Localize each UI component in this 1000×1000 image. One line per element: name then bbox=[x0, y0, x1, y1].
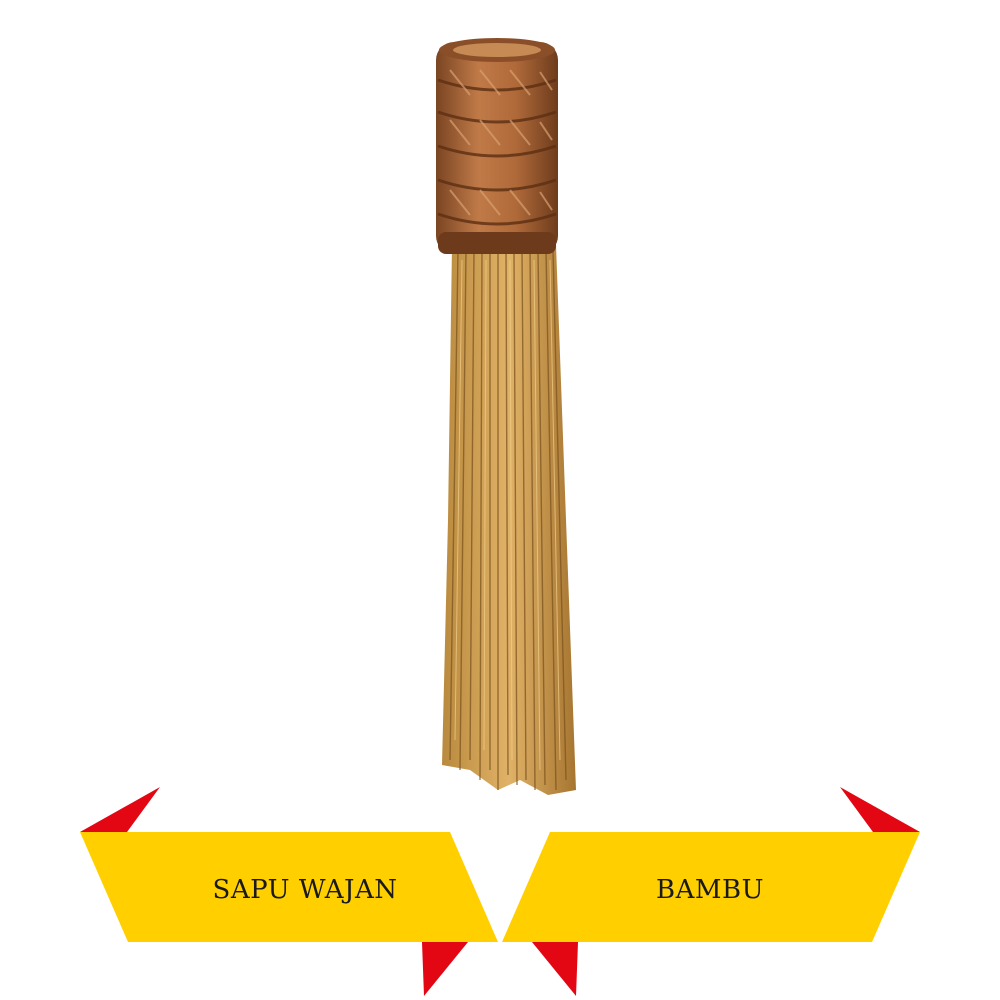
bamboo-wok-brush-icon bbox=[436, 38, 576, 795]
ribbon-banner-right-icon bbox=[502, 787, 920, 996]
ribbon-banner-left-icon bbox=[80, 787, 498, 996]
brush-bristles bbox=[442, 245, 576, 795]
banner-label-left: SAPU WAJAN bbox=[212, 875, 398, 905]
woven-handle bbox=[436, 38, 558, 254]
banner-label-right: BAMBU bbox=[655, 875, 765, 905]
